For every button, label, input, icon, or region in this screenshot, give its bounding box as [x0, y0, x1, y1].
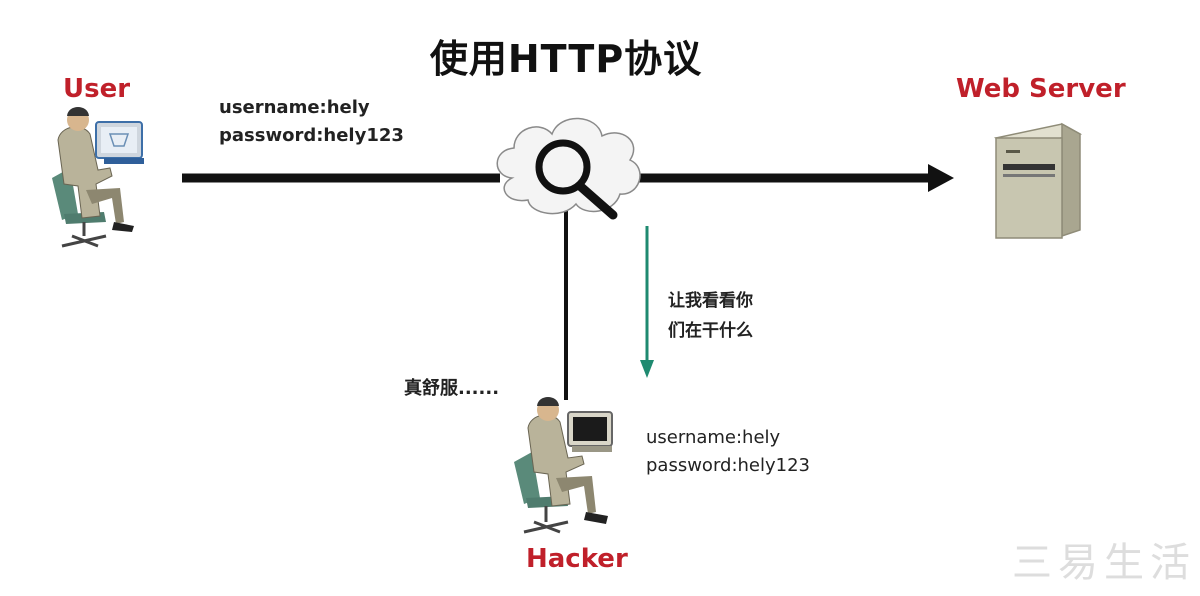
hacker-label: Hacker	[526, 544, 628, 574]
user-password: password:hely123	[219, 125, 404, 146]
user-person-icon	[52, 107, 144, 248]
magnifier-cloud-icon	[496, 117, 641, 220]
hacker-person-icon	[514, 397, 613, 534]
request-arrowhead	[928, 164, 954, 192]
diagram-title: 使用HTTP协议	[429, 37, 703, 81]
intercept-note-line2: 们在干什么	[668, 321, 753, 341]
user-credentials: username:hely password:hely123	[219, 94, 404, 150]
user-username: username:hely	[219, 97, 370, 118]
server-label: Web Server	[956, 74, 1126, 104]
hacker-thought: 真舒服......	[404, 378, 500, 399]
hacker-credentials: username:hely password:hely123	[646, 424, 810, 480]
intercept-arrowhead	[640, 360, 654, 378]
hacker-username: username:hely	[646, 427, 781, 448]
hacker-password: password:hely123	[646, 455, 811, 476]
user-label: User	[63, 74, 131, 104]
server-tower-icon	[993, 122, 1083, 239]
intercept-note-line1: 让我看看你	[668, 291, 753, 311]
watermark: 三易生活	[1012, 540, 1196, 586]
intercept-note: 让我看看你 们在干什么	[668, 286, 753, 346]
